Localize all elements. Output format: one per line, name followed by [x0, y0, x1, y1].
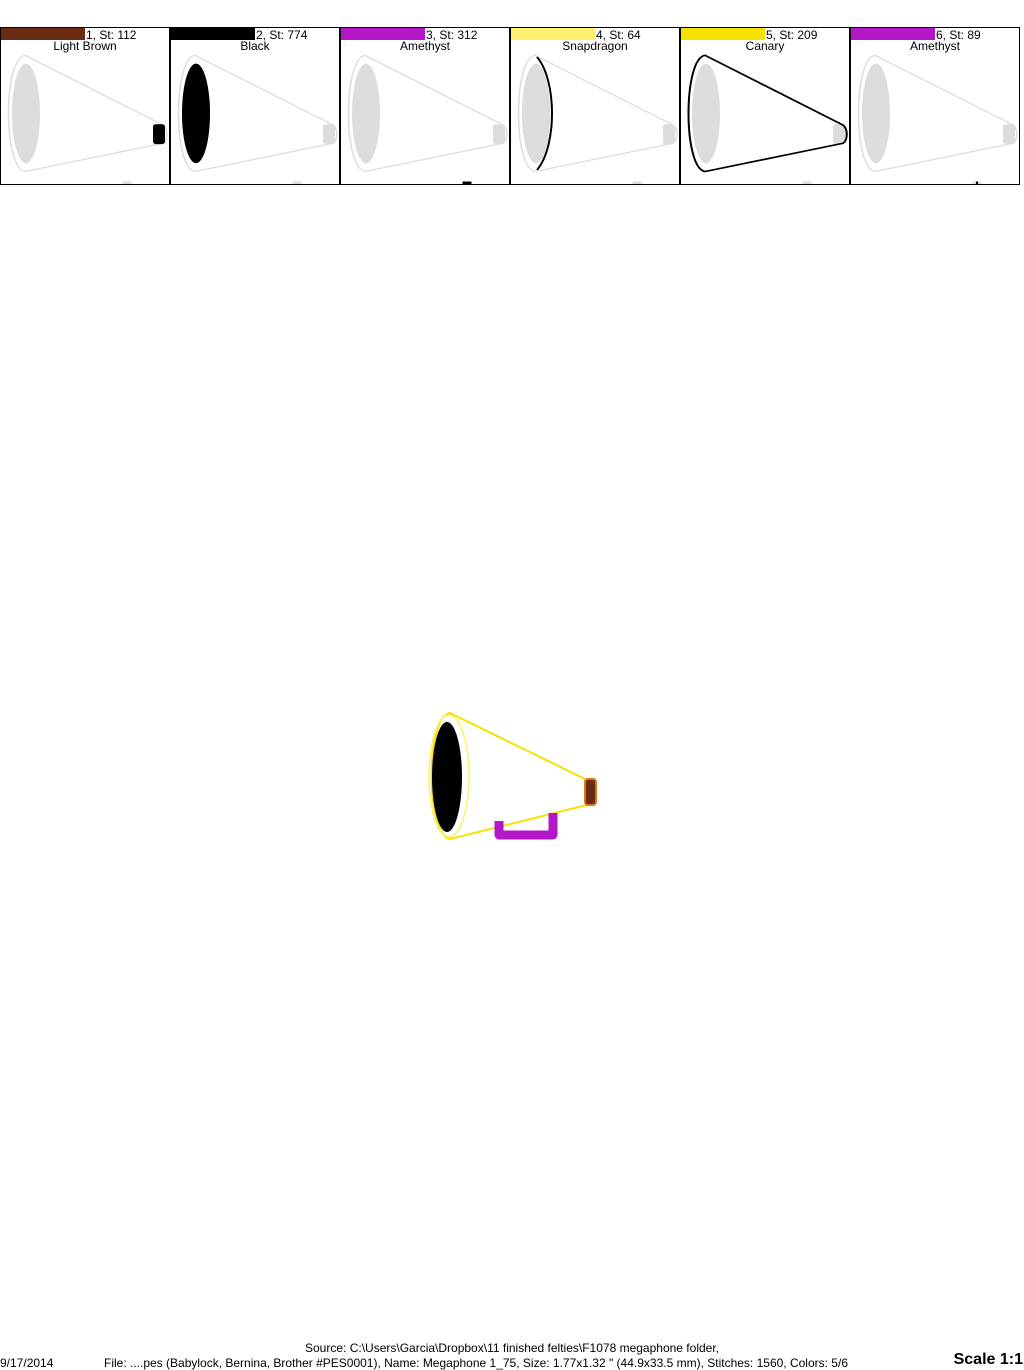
footer-scale: Scale 1:1 [953, 1351, 1023, 1368]
stop-label: 1, St: 112 [86, 28, 137, 42]
megaphone-ghost [347, 54, 508, 184]
swatch-bar [1, 28, 85, 40]
megaphone-preview [347, 54, 508, 184]
stop-color-name: Canary [745, 39, 785, 53]
ghost-cone [347, 54, 508, 173]
ghost-handle [972, 181, 982, 184]
ghost-handle [292, 181, 302, 184]
ghost-tip [323, 124, 335, 145]
ghost-tip [1003, 124, 1015, 145]
stop-panel-4[interactable]: 4, St: 64 Snapdragon [510, 27, 680, 185]
swatch-bar [171, 28, 255, 40]
footer-source: Source: C:\Users\Garcia\Dropbox\11 finis… [305, 1341, 719, 1355]
stop-color-name: Black [240, 39, 270, 53]
stop-color-name: Amethyst [399, 39, 450, 53]
ghost-handle [122, 181, 132, 184]
handle-outline-stitches [976, 181, 978, 184]
ghost-mouth [522, 63, 550, 164]
ghost-mouth [352, 63, 380, 164]
rim-stitches [536, 56, 553, 171]
stop-label: 3, St: 312 [426, 28, 478, 42]
megaphone-preview [857, 54, 1018, 184]
stop-label: 2, St: 774 [256, 28, 308, 42]
megaphone-preview [7, 54, 168, 184]
stop-panel-1[interactable]: 1, St: 112 Light Brown [0, 27, 170, 185]
swatch-bar [511, 28, 595, 40]
stop-panel-6[interactable]: 6, St: 89 Amethyst [850, 27, 1020, 185]
ghost-cone [517, 54, 678, 173]
ghost-mouth [12, 63, 40, 164]
megaphone-tip [584, 778, 597, 806]
ghost-cone [857, 54, 1018, 173]
footer-date: 9/17/2014 [0, 1356, 54, 1370]
handle-stitches [462, 181, 472, 184]
megaphone-ghost [857, 54, 1018, 184]
stop-color-name: Snapdragon [562, 39, 628, 53]
ghost-tip [493, 124, 505, 145]
mouth-fill-stitches [182, 63, 210, 164]
ghost-mouth [862, 63, 890, 164]
ghost-tip [663, 124, 675, 145]
megaphone-preview [517, 54, 678, 184]
stop-label: 5, St: 209 [766, 28, 818, 42]
stop-panel-3[interactable]: 3, St: 312 Amethyst [340, 27, 510, 185]
ghost-handle [802, 181, 812, 184]
megaphone-design-preview [428, 711, 597, 841]
megaphone-ghost [177, 54, 338, 184]
megaphone-ghost [517, 54, 678, 184]
megaphone-ghost [7, 54, 168, 184]
megaphone-preview [177, 54, 338, 184]
megaphone-preview [687, 54, 848, 184]
swatch-bar [341, 28, 425, 40]
stop-label: 4, St: 64 [596, 28, 641, 42]
ghost-cone [177, 54, 338, 173]
stop-color-name: Amethyst [909, 39, 960, 53]
megaphone-handle [494, 813, 558, 840]
stop-color-name: Light Brown [53, 39, 117, 53]
stop-panel-5[interactable]: 5, St: 209 Canary [680, 27, 850, 185]
megaphone-ghost [687, 54, 848, 184]
swatch-bar [851, 28, 935, 40]
outline-stitches [687, 54, 848, 173]
ghost-handle [632, 181, 642, 184]
ghost-tip [833, 124, 845, 145]
ghost-cone [7, 54, 168, 173]
tip-stitches [153, 124, 165, 145]
megaphone-mouth [432, 722, 462, 832]
color-stop-strip: 1, St: 112 Light Brown 2, St: 774 Black … [0, 27, 1021, 185]
ghost-mouth [692, 63, 720, 164]
ghost-handle [462, 181, 472, 184]
swatch-bar [681, 28, 765, 40]
stop-panel-2[interactable]: 2, St: 774 Black [170, 27, 340, 185]
stop-label: 6, St: 89 [936, 28, 981, 42]
footer-file-info: File: ....pes (Babylock, Bernina, Brothe… [104, 1356, 848, 1370]
megaphone-rim [428, 714, 470, 838]
